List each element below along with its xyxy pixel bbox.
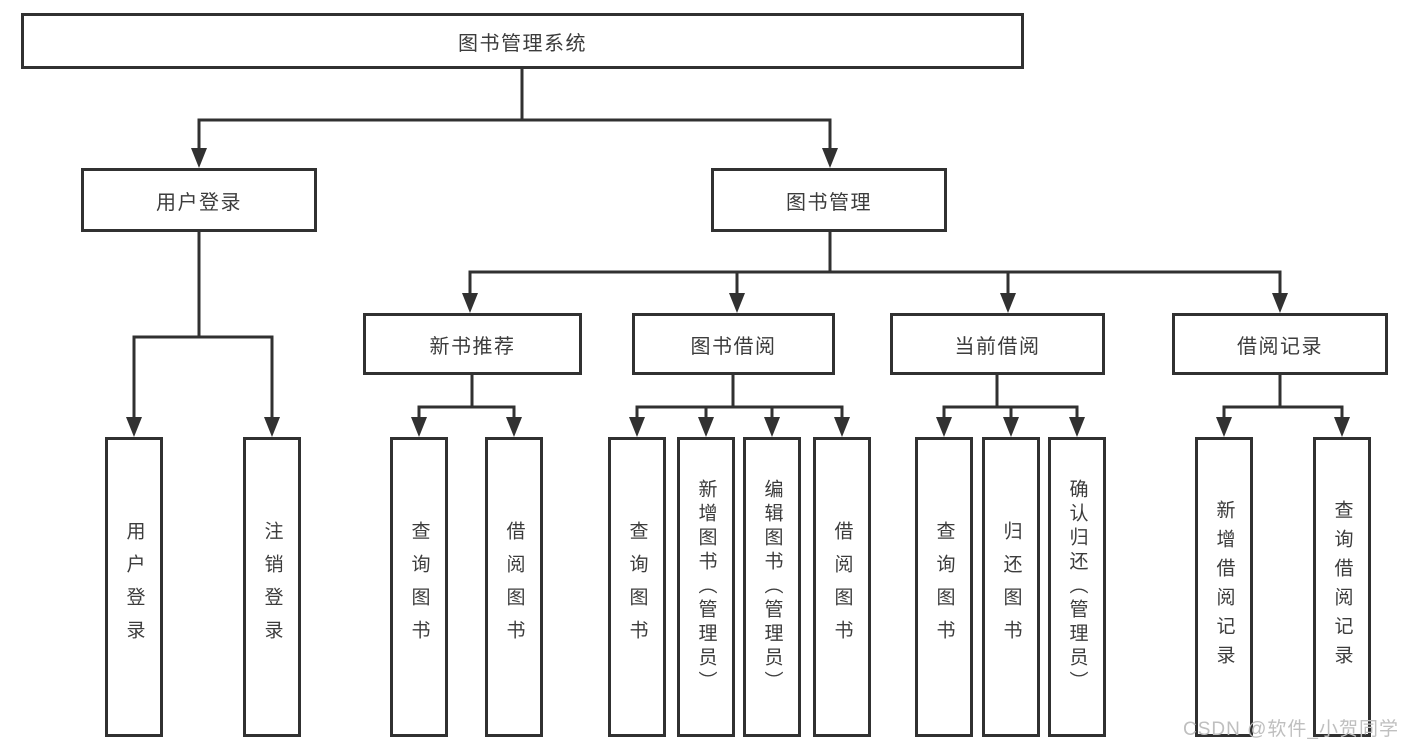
- leaf-query-books-recommend: 查询图书: [390, 437, 448, 737]
- leaf-confirm-return-admin: 确认归还（管理员）: [1048, 437, 1106, 737]
- node-book-borrowing: 图书借阅: [632, 313, 835, 375]
- leaf-borrow-books-recommend: 借阅图书: [485, 437, 543, 737]
- node-root-book-management-system: 图书管理系统: [21, 13, 1024, 69]
- leaf-query-books-borrowing: 查询图书: [608, 437, 666, 737]
- leaf-logout: 注销登录: [243, 437, 301, 737]
- leaf-query-books-current: 查询图书: [915, 437, 973, 737]
- leaf-return-books: 归还图书: [982, 437, 1040, 737]
- leaf-user-login: 用户登录: [105, 437, 163, 737]
- leaf-add-borrow-record: 新增借阅记录: [1195, 437, 1253, 737]
- leaf-edit-books-admin: 编辑图书（管理员）: [743, 437, 801, 737]
- node-book-management-branch: 图书管理: [711, 168, 947, 232]
- node-borrowing-records: 借阅记录: [1172, 313, 1388, 375]
- leaf-borrow-books-borrowing: 借阅图书: [813, 437, 871, 737]
- node-user-login-branch: 用户登录: [81, 168, 317, 232]
- node-new-book-recommend: 新书推荐: [363, 313, 582, 375]
- node-current-borrowing: 当前借阅: [890, 313, 1105, 375]
- csdn-watermark: CSDN @软件_小贺同学: [1183, 719, 1399, 740]
- leaf-query-borrow-record: 查询借阅记录: [1313, 437, 1371, 737]
- leaf-add-books-admin: 新增图书（管理员）: [677, 437, 735, 737]
